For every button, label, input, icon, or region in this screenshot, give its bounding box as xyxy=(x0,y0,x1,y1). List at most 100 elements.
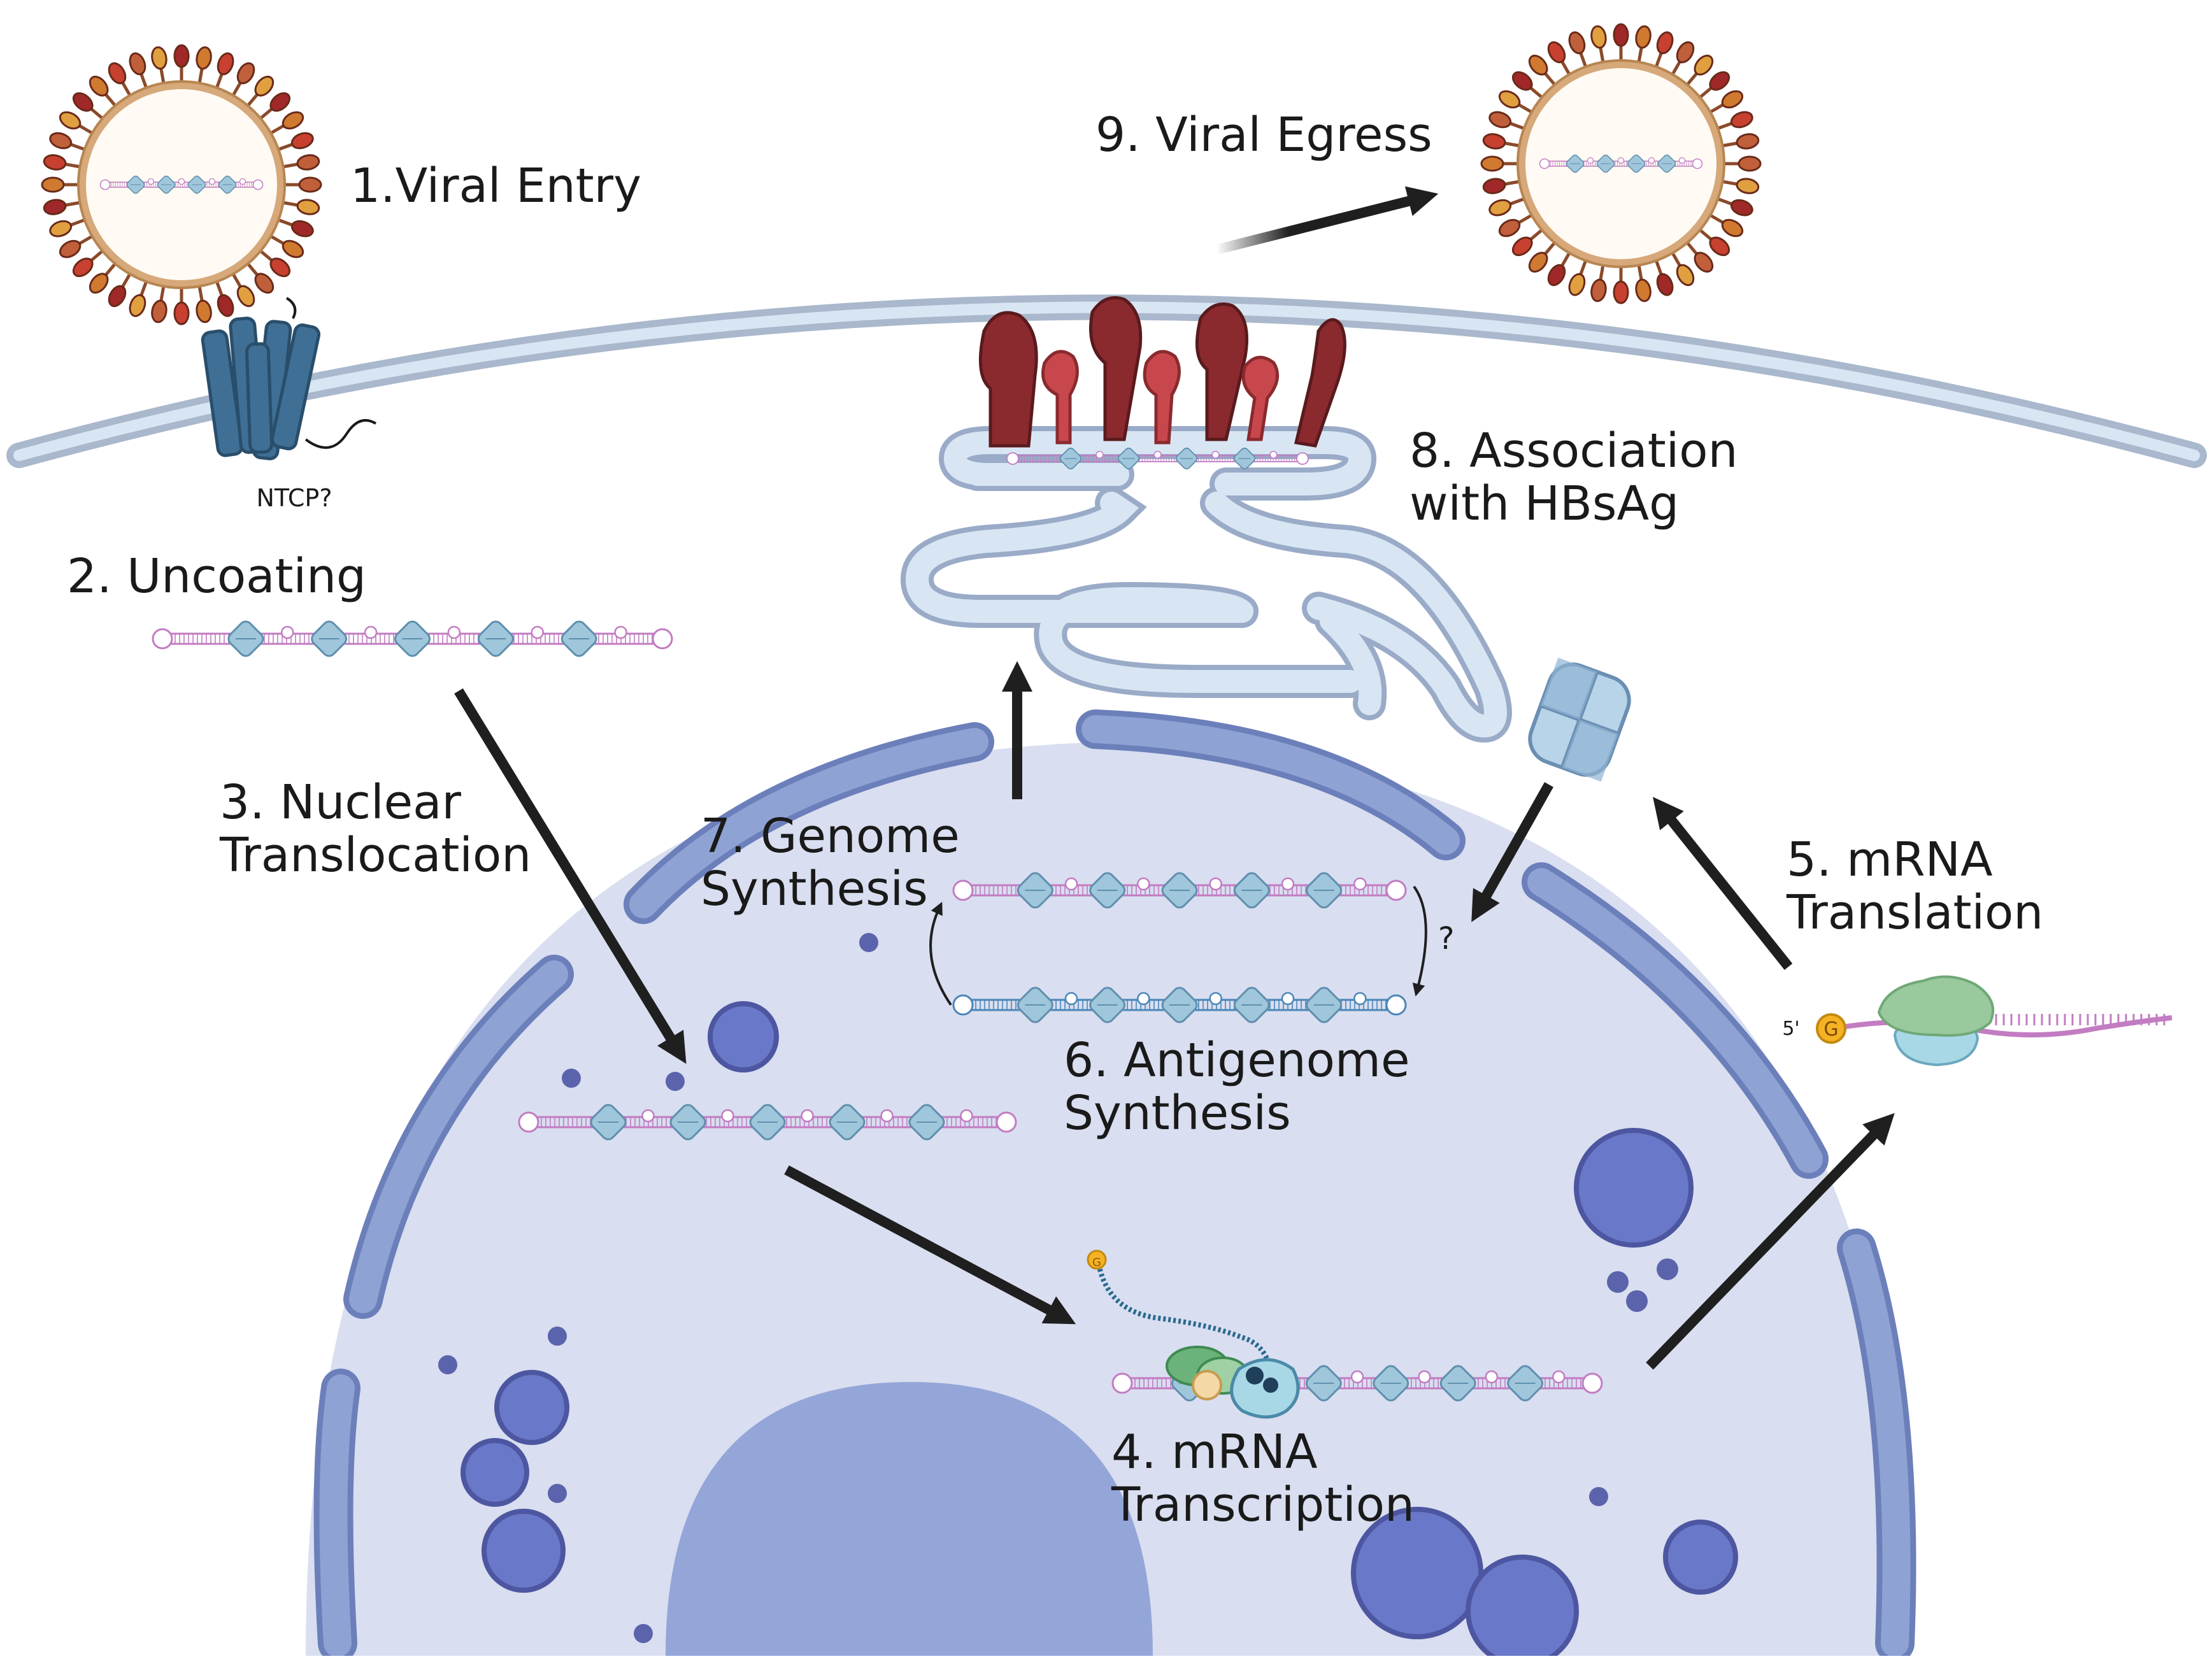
virion-spike xyxy=(278,132,314,151)
hdag-bead xyxy=(1306,872,1343,909)
arrow-to-transcription xyxy=(784,1165,1076,1325)
step3-label-line2: Translocation xyxy=(219,828,531,883)
virion-spike xyxy=(129,52,148,89)
hdag-bead xyxy=(1089,986,1126,1023)
hdag-bead xyxy=(1059,447,1082,470)
virion-spike xyxy=(173,288,190,325)
step4-label-line2: Transcription xyxy=(1111,1477,1415,1532)
virion-spike xyxy=(1671,41,1695,75)
virion-spike xyxy=(1613,23,1629,61)
virion-spike xyxy=(215,52,234,89)
virion-spike xyxy=(1686,241,1714,273)
virion-spike xyxy=(108,273,132,308)
step1-label: 1.Viral Entry xyxy=(350,159,641,213)
hdag-bead xyxy=(1233,447,1256,470)
virion-spike xyxy=(1482,133,1520,150)
hdag-bead xyxy=(560,620,597,657)
virion-spike xyxy=(1498,90,1532,114)
step5-label-line1: 5. mRNA xyxy=(1787,832,1993,887)
hdag-bead xyxy=(1017,872,1053,909)
virion-spike xyxy=(1613,267,1629,304)
virion-spike xyxy=(231,62,255,96)
virion-spike xyxy=(72,92,104,120)
virion-spike xyxy=(1511,71,1543,99)
hdag-bead xyxy=(157,175,176,194)
ntcp-receptor-icon xyxy=(201,297,377,460)
ribosome-icon: G 5' xyxy=(1782,975,2173,1067)
virion-spike xyxy=(1722,178,1760,194)
virion-spike xyxy=(1488,111,1525,130)
arrow-to-translation xyxy=(1646,1113,1895,1370)
virion-spike xyxy=(1671,252,1695,287)
virion-spike xyxy=(1511,229,1543,257)
virion-spike xyxy=(1547,252,1571,287)
virion-spike xyxy=(1568,260,1587,296)
virion-spike xyxy=(270,111,304,135)
step7-label-line1: 7. Genome xyxy=(701,809,960,864)
hdag-bead xyxy=(1161,986,1198,1023)
hdag-bead xyxy=(829,1104,866,1141)
hdag-bead xyxy=(1439,1365,1476,1402)
step9-label: 9. Viral Egress xyxy=(1095,108,1432,162)
hdag-bead xyxy=(477,620,514,657)
hdag-bead xyxy=(126,175,145,194)
virion-spike xyxy=(1528,54,1556,86)
hdag-protein-icon xyxy=(1528,657,1631,782)
hdag-bead xyxy=(1507,1365,1544,1402)
hdag-bead xyxy=(1627,154,1646,173)
hdag-bead xyxy=(227,620,264,657)
virion-spike xyxy=(1568,31,1587,68)
step7-label-line2: Synthesis xyxy=(701,862,928,916)
virion-spike xyxy=(49,132,85,151)
virion-spike xyxy=(1724,155,1762,172)
hdag-bead xyxy=(1117,447,1140,470)
hdag-bead xyxy=(908,1104,945,1141)
cycle-arrows xyxy=(929,885,1427,1006)
hdag-bead xyxy=(1175,447,1198,470)
virion-spike xyxy=(108,62,132,96)
virion-spike xyxy=(215,281,234,317)
receptor-label: NTCP? xyxy=(256,484,332,512)
virion-spike xyxy=(1482,178,1520,194)
virion-spike xyxy=(1699,71,1730,99)
labels: 1.Viral Entry NTCP? 2. Uncoating 3. Nucl… xyxy=(67,108,2043,1532)
virion-spike xyxy=(173,44,190,82)
virion-spike xyxy=(1528,241,1556,273)
hdag-bead xyxy=(187,175,206,194)
hdag-bead xyxy=(1089,872,1126,909)
virion-spike xyxy=(1498,213,1532,238)
step2-label: 2. Uncoating xyxy=(67,549,366,604)
arrow-translation-to-protein xyxy=(1653,797,1793,970)
virion-icon xyxy=(41,44,322,325)
virion-spike xyxy=(231,273,255,308)
virion-spike xyxy=(49,218,85,238)
question-mark: ? xyxy=(1438,921,1454,957)
virion-spike xyxy=(283,199,320,215)
step8-label-line1: 8. Association xyxy=(1409,424,1737,478)
virion-spike xyxy=(1655,31,1674,68)
hdag-bead xyxy=(1306,986,1343,1023)
nuclear-envelope xyxy=(313,709,1916,1659)
virion-spike xyxy=(1480,155,1518,172)
rna-genome-uncoating xyxy=(152,620,673,657)
virion-spike xyxy=(59,111,93,135)
step8-label-line2: with HBsAg xyxy=(1409,476,1679,531)
virion-spike xyxy=(43,154,80,171)
virion-spike xyxy=(1635,265,1652,303)
virion-spike xyxy=(1709,90,1744,114)
hdag-bead xyxy=(1373,1365,1409,1402)
hdag-bead xyxy=(1161,872,1198,909)
virion-spike xyxy=(246,262,275,294)
virion-spike xyxy=(246,75,275,107)
arrow-protein-to-genome xyxy=(1471,782,1553,922)
rna-genome-golgi xyxy=(1006,447,1309,470)
virion-spike xyxy=(1722,133,1760,150)
step6-label-line2: Synthesis xyxy=(1064,1086,1291,1141)
step4-label-line1: 4. mRNA xyxy=(1111,1425,1318,1479)
cap-letter-small: G xyxy=(1092,1256,1101,1269)
virion-spike xyxy=(41,176,78,193)
hdag-bead xyxy=(394,620,431,657)
virion-spike xyxy=(89,75,117,107)
step6-label-line1: 6. Antigenome xyxy=(1064,1033,1410,1088)
